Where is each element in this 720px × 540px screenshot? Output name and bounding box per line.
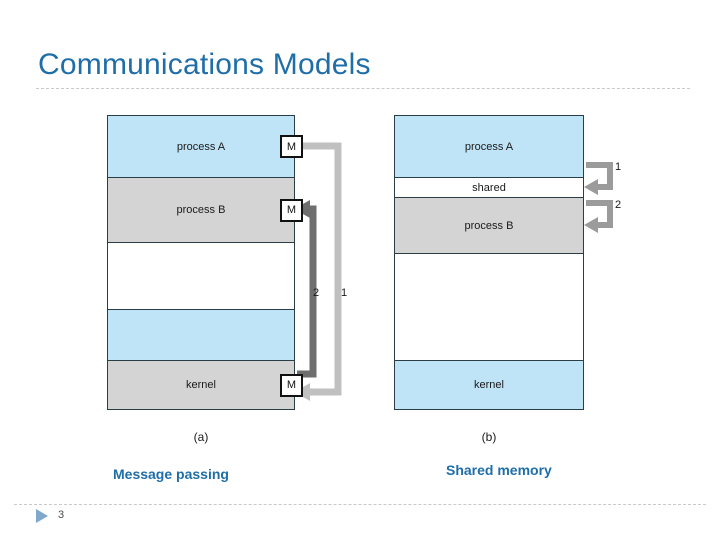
flow-arrow-2 [586,200,613,228]
memory-band-empty [395,254,583,361]
slide-number: 3 [58,509,65,521]
page-title: Communications Models [38,48,371,81]
memory-band-label: shared [472,181,506,194]
memory-band-label: process A [464,140,514,153]
memory-band-kernel: kernel [395,361,583,409]
memory-band-shared: shared [395,178,583,198]
play-triangle-icon [36,509,48,523]
flow-arrow-1 [586,162,613,190]
memory-band-label: kernel [186,379,216,391]
flow-arrow-head [584,217,598,233]
memory-band-label: process A [176,140,226,153]
memory-band-empty [108,310,294,361]
flow-number-2: 2 [313,287,320,299]
message-box: M [280,198,303,222]
panel-a-caption: (a) [193,430,209,444]
flow-number-1: 1 [341,287,348,299]
message-box: M [280,373,303,397]
message-box-label: M [286,204,297,216]
memory-band-label: process B [176,204,226,216]
caption-message-passing: Message passing [113,466,229,482]
flow-arrow-head [584,179,598,195]
footer-divider [14,504,706,505]
flow-arrow-path [297,142,342,396]
message-box-label: M [286,140,297,153]
panel-b-caption: (b) [481,430,497,444]
memory-band-process-a: process A [395,116,583,178]
title-divider [36,88,690,89]
memory-band-process-a: process A M [108,116,303,178]
memory-band-process-b: process B M [108,178,303,243]
memory-band-empty [108,243,294,310]
memory-band-label: process B [464,219,514,232]
caption-shared-memory: Shared memory [446,462,552,478]
flow-arrow-path [297,205,317,378]
memory-band-process-b: process B [395,198,583,254]
memory-stack-b: process A shared process B kernel [394,115,584,410]
flow-number-2: 2 [615,199,622,211]
message-box-label: M [286,379,297,391]
message-box: M [280,135,303,158]
memory-band-label: kernel [474,379,504,391]
flow-number-1: 1 [615,161,622,173]
memory-band-kernel: kernel M [108,361,303,409]
